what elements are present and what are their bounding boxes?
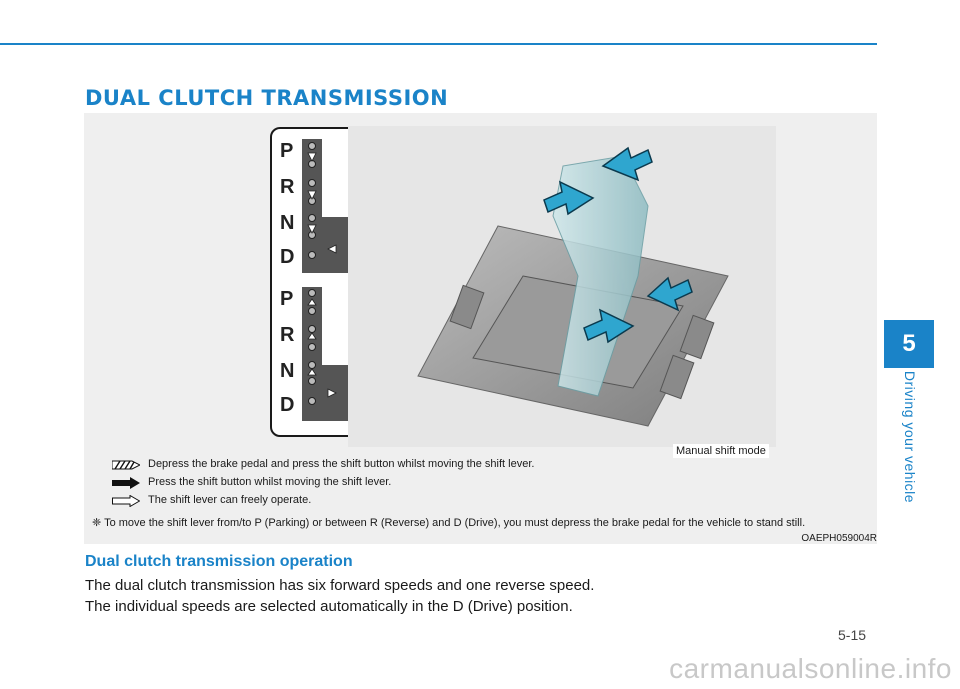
motion-arrows xyxy=(543,146,693,344)
chapter-label: Driving your vehicle xyxy=(897,370,923,504)
gate-letter-n-lower: N xyxy=(280,360,294,382)
brake-note: ❈ To move the shift lever from/to P (Par… xyxy=(92,517,806,529)
gate-letter-p-lower: P xyxy=(280,288,293,310)
gate-letter-r-upper: R xyxy=(280,176,295,198)
paragraph-2: The individual speeds are selected autom… xyxy=(85,598,573,615)
chapter-tab[interactable]: 5 xyxy=(884,320,934,368)
figure-code: OAEPH059004R xyxy=(801,533,877,544)
minus-arrow xyxy=(583,308,635,344)
forward-arrow-upper xyxy=(601,146,653,182)
subheading: Dual clutch transmission operation xyxy=(85,553,353,570)
paragraph-1: The dual clutch transmission has six for… xyxy=(85,577,595,594)
legend-text-outline: The shift lever can freely operate. xyxy=(148,494,312,506)
header-rule xyxy=(0,43,877,45)
page-number: 5-15 xyxy=(838,627,867,643)
shift-pattern-figure: P R N D P R N D + S - + S - xyxy=(84,113,877,544)
manual-shift-mode-callout: Manual shift mode xyxy=(673,444,769,458)
solid-arrow-icon xyxy=(112,477,140,489)
chapter-label-text: Driving your vehicle xyxy=(902,370,918,504)
gate-letter-d-upper: D xyxy=(280,246,294,268)
plus-arrow xyxy=(646,276,693,312)
gate-letter-d-lower: D xyxy=(280,394,294,416)
gate-letter-r-lower: R xyxy=(280,324,295,346)
legend-text-hatched: Depress the brake pedal and press the sh… xyxy=(148,458,535,470)
shift-lever-illustration xyxy=(348,126,776,447)
section-title: DUAL CLUTCH TRANSMISSION xyxy=(85,86,449,110)
console-buttons xyxy=(449,284,715,400)
outline-arrow-icon xyxy=(112,495,140,507)
back-arrow-upper xyxy=(543,180,595,216)
gate-letter-p-upper: P xyxy=(280,140,293,162)
watermark[interactable]: carmanualsonline.info xyxy=(669,653,952,684)
legend-text-solid: Press the shift button whilst moving the… xyxy=(148,476,392,488)
gate-letter-n-upper: N xyxy=(280,212,294,234)
shift-lever-svg xyxy=(417,146,729,427)
hatched-arrow-icon xyxy=(112,460,140,470)
